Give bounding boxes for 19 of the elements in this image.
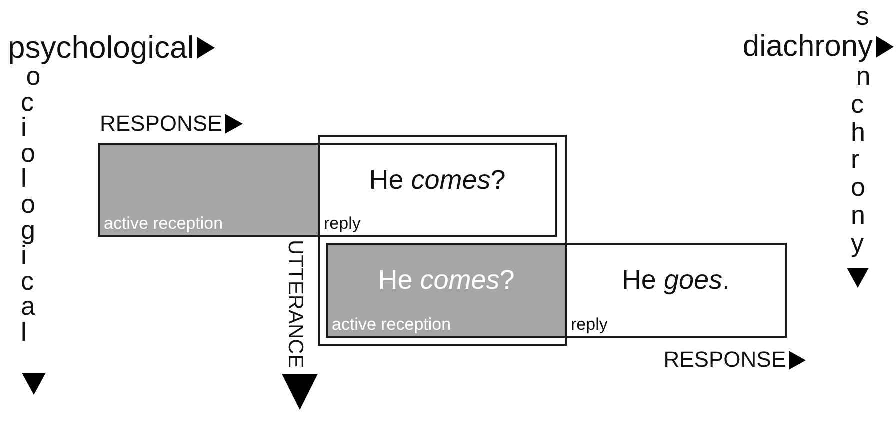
axis-label: UTTERANCE (285, 240, 306, 368)
utterance-text: He goes. (620, 264, 732, 297)
shaded-box (326, 243, 567, 338)
box-caption: active reception (104, 214, 224, 234)
axis-label: ociological (21, 64, 47, 346)
box-caption: reply (571, 315, 608, 335)
box-caption: active reception (332, 315, 452, 335)
axis-label: RESPONSE (100, 113, 222, 135)
box-caption: reply (324, 214, 361, 234)
text-box (318, 143, 557, 237)
axis-label: diachrony (742, 32, 873, 62)
utterance-text: He comes? (368, 164, 507, 197)
axis-label: RESPONSE (664, 349, 786, 371)
shaded-box (98, 143, 320, 237)
axis-label: psychological (8, 32, 194, 63)
axis-label: nchrony (851, 63, 877, 258)
utterance-text: He comes? (377, 264, 516, 297)
text-box (565, 243, 787, 338)
axis-label: s (855, 3, 877, 29)
